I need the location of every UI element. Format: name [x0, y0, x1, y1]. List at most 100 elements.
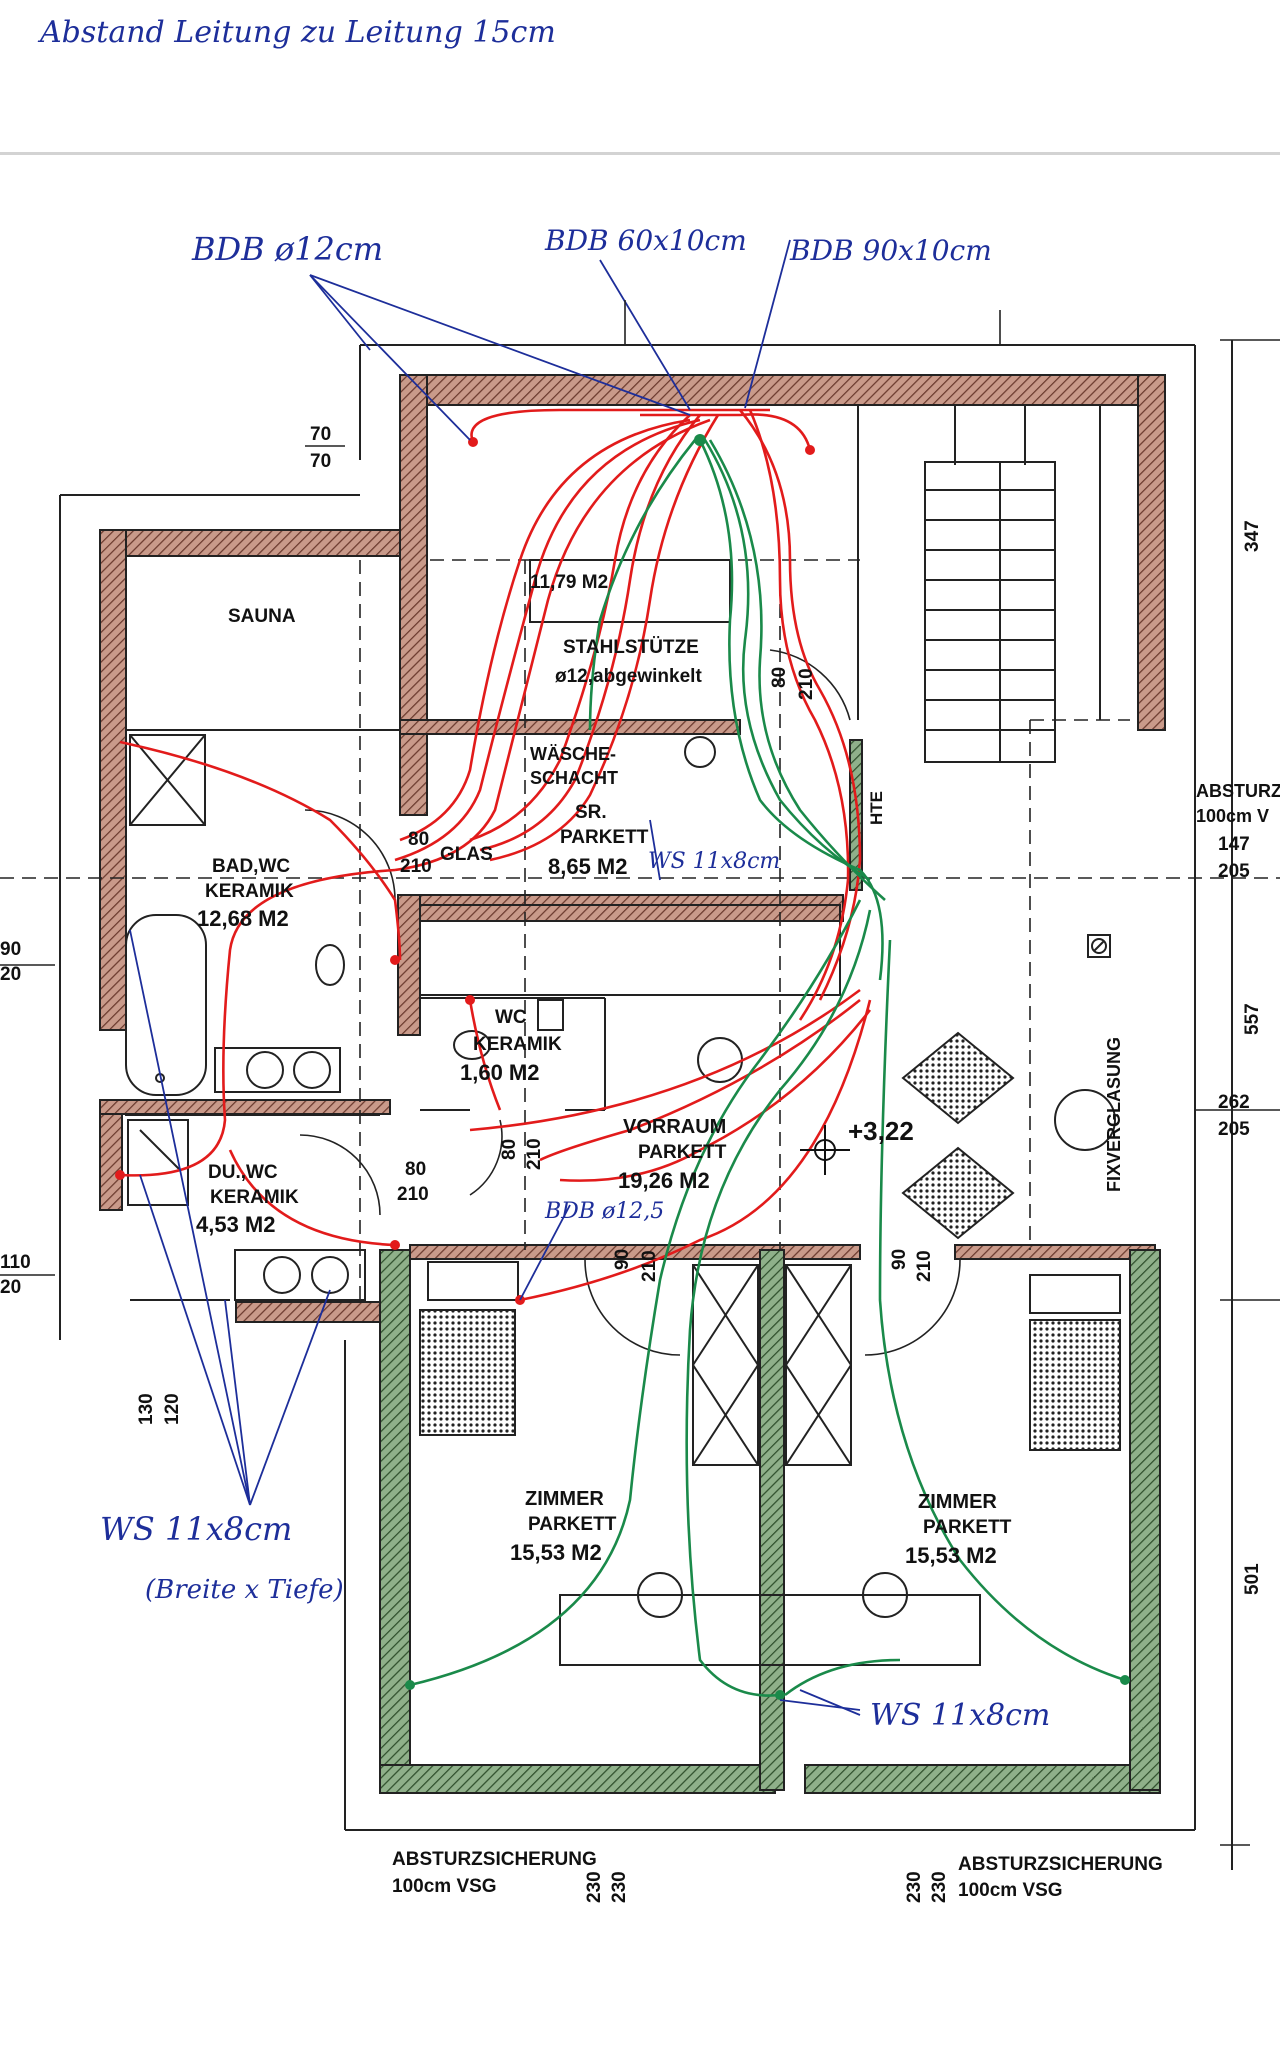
- dim-557: 557: [1242, 1003, 1263, 1035]
- dim-205-a: 205: [1218, 861, 1250, 882]
- room-sr-name: SR.: [575, 802, 607, 823]
- wardrobes: [559, 1264, 981, 1666]
- room-vorraum-area: 19,26 M2: [618, 1168, 710, 1193]
- walls-brown: [99, 374, 1166, 1323]
- green-outlets: [405, 434, 1130, 1700]
- green-pipes: [409, 439, 1126, 1697]
- dim-262: 262: [1218, 1092, 1250, 1113]
- staircase: [924, 405, 1101, 763]
- toilet-bad: [315, 944, 345, 986]
- room-sauna: SAUNA: [228, 606, 296, 627]
- handwritten-notes: BDB ø12cm BDB 60x10cm BDB 90x10cm WS 11x…: [100, 224, 1050, 1733]
- dim-347: 347: [1242, 520, 1263, 552]
- red-pipes: [119, 408, 872, 1302]
- room-bad-area: 12,68 M2: [197, 906, 289, 931]
- room-bad-name: BAD,WC: [212, 856, 290, 877]
- room-wc-area: 1,60 M2: [460, 1060, 540, 1085]
- level-marker: [800, 1125, 850, 1175]
- room-wc-name: WC: [495, 1007, 527, 1028]
- dim-210-b: 210: [914, 1250, 935, 1282]
- dim-230-a: 230: [584, 1871, 605, 1903]
- label-absturz-bl-2: 100cm VSG: [392, 1876, 497, 1897]
- dim-147: 147: [1218, 834, 1250, 855]
- bathtub: [125, 914, 207, 1096]
- room-labels: SAUNA 11,79 M2 STAHLSTÜTZE ø12,abgewinke…: [196, 572, 1012, 1568]
- room-vorraum-name: VORRAUM: [623, 1116, 726, 1138]
- label-absturz-bl-1: ABSTURZSICHERUNG: [392, 1849, 597, 1870]
- shower-tray-du: [127, 1119, 189, 1206]
- dim-501: 501: [1242, 1563, 1263, 1595]
- label-glas: GLAS: [440, 844, 493, 865]
- dim-205-b: 205: [1218, 1119, 1250, 1140]
- label-stahlstuetze-sub: ø12,abgewinkelt: [555, 666, 702, 687]
- room-vorraum-floor: PARKETT: [638, 1142, 727, 1163]
- wc-sink: [537, 999, 564, 1031]
- top-note-strip: [0, 0, 1280, 150]
- label-fixverglasung: FIXVERGLASUNG: [1104, 1037, 1124, 1192]
- dim-90-left: 90: [0, 939, 21, 960]
- room-top-area: 11,79 M2: [530, 572, 608, 593]
- dim-70-bot: 70: [310, 451, 331, 472]
- top-note-text: Abstand Leitung zu Leitung 15cm: [37, 15, 556, 50]
- room-zimmer2-floor: PARKETT: [923, 1517, 1012, 1538]
- dashed-lines: [0, 559, 1280, 1300]
- room-du-area: 4,53 M2: [196, 1212, 276, 1237]
- dim-70-top: 70: [310, 424, 331, 445]
- table-round: [1054, 1089, 1116, 1151]
- blue-leaders: [129, 239, 861, 1716]
- room-zimmer2-area: 15,53 M2: [905, 1543, 997, 1568]
- note-bdb-90x10: BDB 90x10cm: [789, 234, 992, 267]
- room-zimmer1-name: ZIMMER: [525, 1488, 604, 1510]
- dim-210-a: 210: [639, 1250, 660, 1282]
- dim-230-b: 230: [609, 1871, 630, 1903]
- dim-210-wc: 210: [524, 1138, 545, 1170]
- dim-230-c: 230: [904, 1871, 925, 1903]
- dim-90-b: 90: [889, 1249, 910, 1270]
- dim-80-glas: 80: [408, 829, 429, 850]
- label-absturz-right-2: 100cm V: [1196, 806, 1269, 826]
- dim-20-left-b: 20: [0, 1277, 21, 1298]
- note-ws-sr: WS 11x8cm: [648, 849, 780, 874]
- label-absturz-br-2: 100cm VSG: [958, 1880, 1063, 1901]
- label-hte: HTE: [867, 791, 886, 825]
- toilet-wc: [453, 1030, 491, 1060]
- dim-120: 120: [162, 1393, 183, 1425]
- shower-tray-bad: [129, 734, 206, 826]
- fixtures: [125, 734, 1116, 1301]
- room-zimmer1-area: 15,53 M2: [510, 1540, 602, 1565]
- note-ws-left: WS 11x8cm: [100, 1510, 292, 1548]
- dim-20-left: 20: [0, 964, 21, 985]
- washbasin-double-bad: [214, 1047, 341, 1093]
- dotted-mats: [419, 1031, 1121, 1451]
- label-absturz-br-1: ABSTURZSICHERUNG: [958, 1854, 1163, 1875]
- room-zimmer2-name: ZIMMER: [918, 1491, 997, 1513]
- note-bdb-12: BDB ø12cm: [191, 230, 383, 268]
- frame-lines: [59, 340, 1233, 1870]
- dim-80-sr: 80: [769, 667, 790, 688]
- note-ws-bottom: WS 11x8cm: [870, 1698, 1050, 1733]
- room-du-floor: KERAMIK: [210, 1187, 299, 1208]
- dim-110-left: 110: [0, 1252, 31, 1273]
- room-sr-area: 8,65 M2: [548, 854, 628, 879]
- washbasin-du: [234, 1249, 366, 1301]
- label-waesche-1: WÄSCHE-: [530, 744, 616, 764]
- room-du-name: DU.,WC: [208, 1162, 278, 1183]
- red-outlets: [115, 437, 815, 1305]
- plan-labels: GLAS +3,22 FIXVERGLASUNG HTE ABSTURZ 100…: [392, 781, 1280, 1901]
- desk-strip: [559, 1594, 981, 1666]
- room-wc-floor: KERAMIK: [473, 1034, 562, 1055]
- note-bdb-60x10: BDB 60x10cm: [544, 224, 747, 257]
- screenshot-divider: [0, 152, 1280, 155]
- room-bad-floor: KERAMIK: [205, 881, 294, 902]
- room-sr-floor: PARKETT: [560, 827, 649, 848]
- label-absturz-right-1: ABSTURZ: [1196, 781, 1280, 801]
- vent-symbol: [1087, 934, 1111, 958]
- label-waesche-2: SCHACHT: [530, 768, 618, 788]
- dim-130: 130: [136, 1393, 157, 1425]
- walls-green: [379, 739, 1161, 1794]
- note-ws-left-sub: (Breite x Tiefe): [145, 1575, 344, 1605]
- dim-80-du: 80: [405, 1159, 426, 1180]
- dimension-labels: 70 70 80 210 80 210 90 20 110 20 80 210 …: [0, 424, 1263, 1903]
- dim-210-glas: 210: [400, 856, 432, 877]
